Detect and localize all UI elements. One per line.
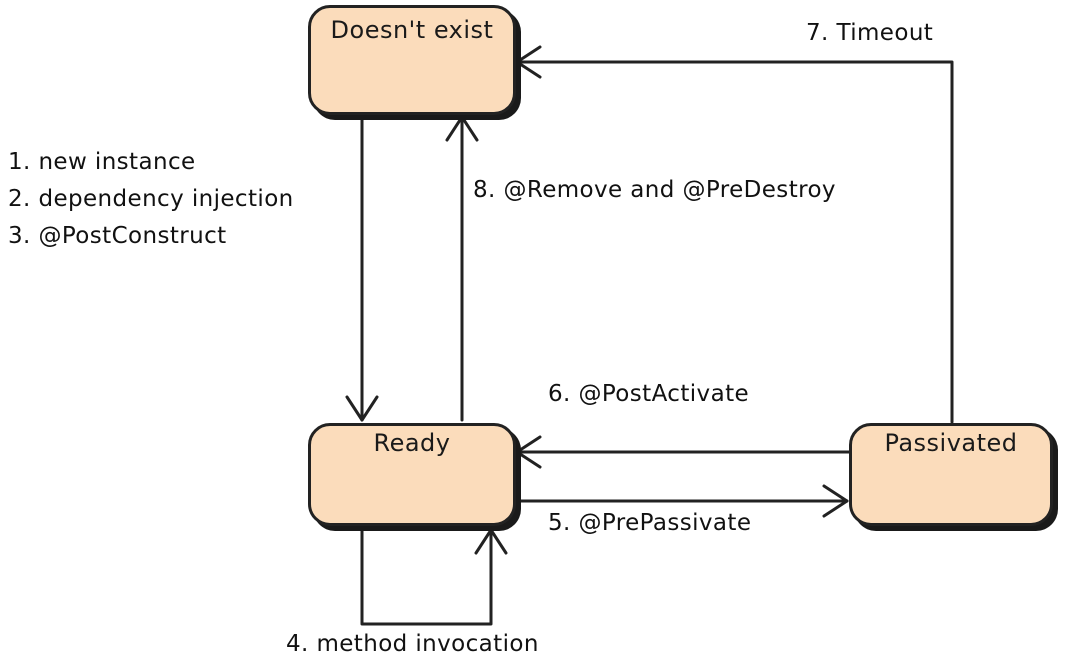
- state-passivated-label: Passivated: [884, 429, 1018, 457]
- arrow-timeout: [515, 60, 954, 424]
- label-create-step-3: 3. @PostConstruct: [8, 223, 227, 249]
- label-timeout: 7. Timeout: [806, 20, 934, 46]
- label-pre-passivate: 5. @PrePassivate: [548, 510, 752, 536]
- label-create-step-1: 1. new instance: [8, 149, 196, 175]
- arrowhead-method-invocation: [474, 528, 508, 555]
- label-post-activate: 6. @PostActivate: [548, 381, 750, 407]
- arrow-method-invocation: [360, 525, 493, 626]
- state-ready-label: Ready: [373, 429, 451, 457]
- label-method-invocation: 4. method invocation: [286, 631, 539, 657]
- state-ready: Ready: [308, 423, 516, 526]
- arrowhead-post-activate: [515, 435, 542, 469]
- label-create-step-2: 2. dependency injection: [8, 186, 294, 212]
- state-doesnt-exist: Doesn't exist: [308, 5, 516, 115]
- label-remove: 8. @Remove and @PreDestroy: [473, 177, 836, 203]
- arrowhead-timeout: [515, 45, 542, 79]
- arrowhead-remove: [445, 115, 479, 142]
- state-doesnt-exist-label: Doesn't exist: [330, 16, 494, 44]
- arrowhead-create: [345, 395, 379, 422]
- state-passivated: Passivated: [849, 423, 1053, 526]
- label-create-steps: 1. new instance 2. dependency injection …: [8, 144, 294, 255]
- arrowhead-pre-passivate: [822, 484, 849, 518]
